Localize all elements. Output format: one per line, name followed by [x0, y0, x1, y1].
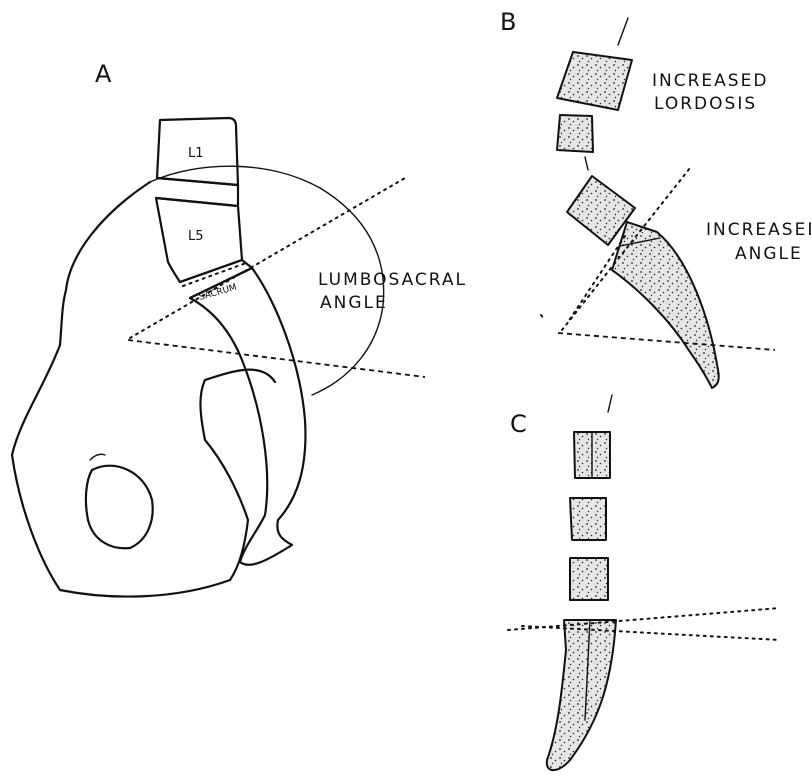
c-lower-dotted-line [522, 626, 780, 640]
b-angle-label-2: ANGLE [735, 244, 803, 264]
vertebra-label-l1: L1 [188, 146, 204, 161]
panel-b: B INCREASED LORDOSIS INCREASED ANGLE [500, 8, 811, 388]
panel-a: A L1 L5 SACRUM LUMBOSACRAL ANGLE [12, 60, 467, 597]
lumbosacral-angle-label-2: ANGLE [320, 293, 388, 313]
vertebra-label-l5: L5 [188, 229, 204, 244]
lumbosacral-dotted-line [130, 178, 405, 338]
pubic-line [90, 454, 105, 460]
b-axis-mid [585, 157, 588, 170]
b-axis-top [618, 18, 628, 45]
panel-c: C [508, 395, 780, 770]
lumbosacral-angle-label-1: LUMBOSACRAL [318, 270, 467, 290]
panel-b-letter: B [500, 8, 516, 36]
c-axis-top [608, 395, 612, 412]
b-tick [541, 315, 545, 320]
c-upper-dotted-line [508, 608, 780, 630]
b-vertebra-2 [557, 115, 593, 152]
horizontal-reference-line [128, 340, 425, 377]
panel-c-letter: C [510, 410, 527, 438]
b-vertebra-1 [557, 52, 632, 110]
panel-a-letter: A [95, 60, 112, 88]
b-angle-dotted-short [568, 236, 625, 322]
b-horizontal-line [558, 333, 775, 350]
pelvis-outline [12, 182, 275, 597]
obturator-foramen [86, 466, 153, 549]
c-sacrum [547, 620, 616, 770]
c-vertebra-2 [570, 498, 606, 540]
b-lordosis-label-1: INCREASED [652, 71, 768, 91]
c-vertebra-3 [570, 558, 608, 600]
b-lordosis-label-2: LORDOSIS [654, 94, 757, 114]
b-angle-label-1: INCREASED [706, 220, 811, 240]
